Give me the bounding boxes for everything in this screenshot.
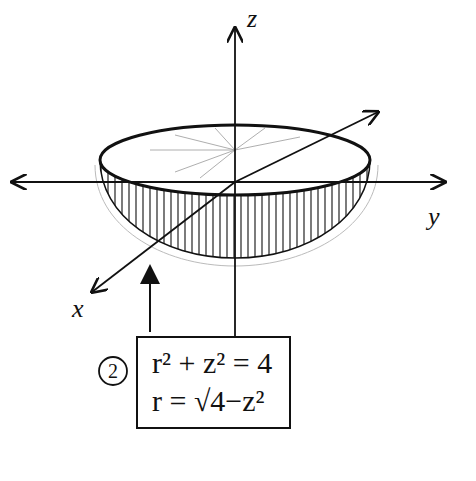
equation-text: r = √4−z² [152, 382, 275, 420]
axis-label: z [247, 6, 257, 32]
pointer-arrow [149, 266, 151, 332]
axis-label: y [428, 204, 440, 230]
callout-circle [99, 357, 127, 385]
dome-top [150, 128, 300, 178]
axis-label: x [72, 296, 84, 322]
axes [12, 28, 445, 385]
callout-number: 2 [108, 361, 118, 381]
equation-box: r² + z² = 4r = √4−z² [136, 336, 291, 429]
equation-text: r² + z² = 4 [152, 344, 275, 382]
dome-outline [95, 165, 378, 266]
